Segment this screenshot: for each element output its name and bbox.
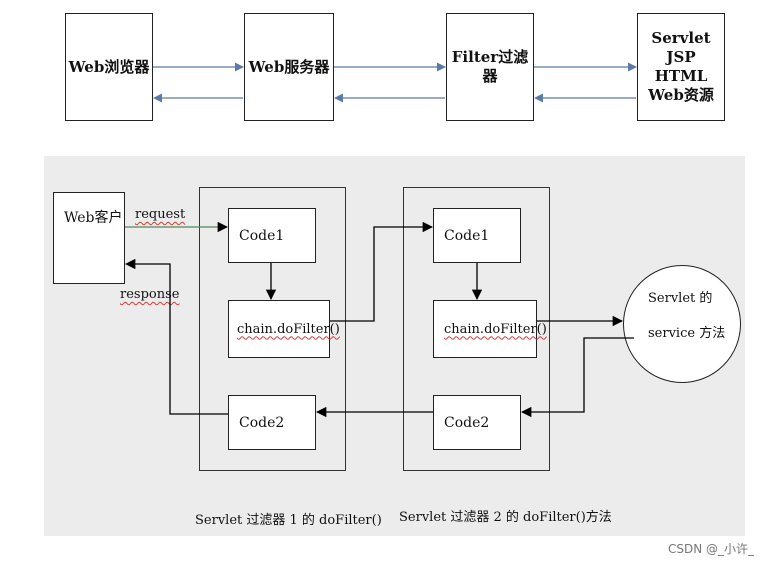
web-client-box: Web客户 [53, 192, 125, 284]
filter2-code1-box: Code1 [433, 208, 521, 263]
filter2-code2-box: Code2 [433, 395, 521, 450]
filter1-chain-label: chain.doFilter() [237, 321, 340, 337]
f1-chain-to-f2-code1-arrow [330, 221, 434, 322]
filter1-code2-label: Code2 [239, 414, 285, 431]
filter-label-line2: 器 [482, 67, 498, 85]
resource-web: Web资源 [648, 86, 714, 104]
filter-label-line1: Filter过滤 [451, 48, 529, 66]
resource-servlet: Servlet [651, 29, 711, 47]
filter1-caption: Servlet 过滤器 1 的 doFilter() [195, 513, 382, 528]
filter2-chain-box: chain.doFilter() [433, 300, 547, 358]
web-server-box: Web服务器 [244, 13, 334, 121]
filter1-code1-label: Code1 [239, 227, 285, 244]
servlet-label-line1: Servlet 的 [648, 291, 713, 306]
filter1-container [199, 187, 346, 471]
response-arrow [124, 258, 228, 415]
request-label: request [135, 207, 186, 222]
servlet-service-circle [623, 265, 741, 383]
filter2-caption: Servlet 过滤器 2 的 doFilter()方法 [399, 510, 612, 525]
top-arrows [153, 62, 637, 103]
servlet-label-line2: service 方法 [648, 326, 726, 341]
response-label: response [120, 287, 180, 302]
web-resources-box: Servlet JSP HTML Web资源 [637, 13, 725, 121]
csdn-watermark: CSDN @_小许_ [667, 542, 754, 556]
web-client-label: Web客户 [64, 210, 123, 226]
filter-box: Filter过滤 器 [446, 13, 534, 121]
web-browser-box: Web浏览器 [65, 13, 153, 121]
web-server-label: Web服务器 [248, 57, 330, 76]
filter1-code2-box: Code2 [228, 395, 316, 450]
filter1-chain-box: chain.doFilter() [228, 300, 340, 358]
web-browser-label: Web浏览器 [68, 57, 150, 76]
filter1-code1-box: Code1 [228, 208, 316, 263]
resource-jsp: JSP [666, 48, 696, 66]
filter2-code1-label: Code1 [444, 227, 490, 244]
filter2-container [403, 187, 550, 471]
resource-html: HTML [654, 67, 708, 85]
servlet-to-f2-code2-arrow [520, 337, 634, 418]
filter2-chain-label: chain.doFilter() [444, 321, 547, 337]
filter2-code2-label: Code2 [444, 414, 490, 431]
